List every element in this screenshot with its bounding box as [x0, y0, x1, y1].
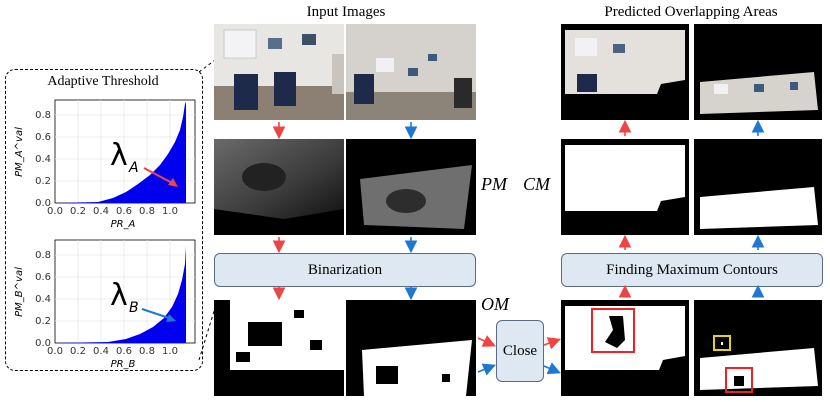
plot-a-ytick: 0.0 [35, 198, 51, 209]
input-images-heading: Input Images [306, 4, 386, 20]
cm-image-b [694, 139, 822, 235]
binarization-label: Binarization [307, 261, 383, 278]
plot-b-y-ticks: 0.0 0.2 0.4 0.6 0.8 [35, 250, 51, 349]
plot-a-xtick: 0.6 [116, 206, 132, 217]
plot-a-ytick: 0.6 [35, 132, 51, 143]
lambda-b-subscript: B [129, 300, 139, 316]
plot-a-ytick: 0.4 [35, 154, 51, 165]
input-image-a [214, 24, 344, 120]
om-image-a [214, 300, 344, 396]
plot-a-xtick: 0.2 [70, 206, 86, 217]
cm-image-a [561, 139, 689, 235]
plot-b-ylabel: PM_B^val [14, 267, 25, 317]
predicted-overlapping-areas-heading: Predicted Overlapping Areas [604, 4, 778, 20]
finding-maximum-contours-box: Finding Maximum Contours [561, 253, 823, 287]
lambda-b-arrow [141, 308, 173, 320]
plot-b-xlabel: PR_B [111, 359, 136, 370]
plot-b-ytick: 0.4 [35, 294, 51, 305]
close-label: Close [502, 342, 538, 359]
plot-a-y-ticks: 0.0 0.2 0.4 0.6 0.8 [35, 110, 51, 209]
predicted-overlap-a [561, 24, 689, 120]
plot-b-xtick: 0.2 [70, 346, 86, 357]
threshold-plot-b: 0.0 0.2 0.4 0.6 0.8 1.0 0.0 0.2 0.4 0.6 … [14, 239, 196, 370]
lambda-b-label: λ [110, 278, 128, 313]
red-highlight-box-b [725, 367, 753, 393]
adaptive-threshold-title: Adaptive Threshold [47, 74, 159, 89]
pm-image-b [346, 139, 476, 235]
lambda-a-subscript: A [128, 160, 139, 176]
plot-b-x-ticks: 0.0 0.2 0.4 0.6 0.8 1.0 [47, 346, 178, 357]
plot-b-ytick: 0.6 [35, 272, 51, 283]
predicted-overlap-b [694, 24, 822, 120]
input-image-b [346, 24, 476, 120]
plot-b-xtick: 0.8 [139, 346, 155, 357]
plot-b-area [55, 246, 186, 343]
plot-a-ylabel: PM_A^val [14, 127, 25, 177]
binarization-box: Binarization [214, 253, 476, 287]
plot-b-ytick: 0.2 [35, 316, 51, 327]
adaptive-threshold-panel [5, 69, 203, 371]
close-box: Close [496, 320, 544, 382]
plot-b-ytick: 0.0 [35, 338, 51, 349]
lambda-a-arrow [143, 167, 175, 185]
plot-a-ytick: 0.8 [35, 110, 51, 121]
red-highlight-box-a [591, 308, 635, 353]
om-image-b [346, 300, 476, 396]
threshold-plot-a: 0.0 0.2 0.4 0.6 0.8 1.0 0.0 0.2 0.4 0.6 … [14, 99, 196, 230]
close-output-a [561, 300, 689, 396]
close-output-b [694, 300, 822, 396]
plot-a-xtick: 0.0 [47, 206, 63, 217]
plot-a-xtick: 0.8 [139, 206, 155, 217]
yellow-highlight-box [713, 335, 731, 351]
plot-a-x-ticks: 0.0 0.2 0.4 0.6 0.8 1.0 [47, 206, 178, 217]
plot-a-ytick: 0.2 [35, 176, 51, 187]
plot-a-xlabel: PR_A [111, 219, 136, 230]
plot-a-area [55, 102, 186, 203]
plot-b-xtick: 0.4 [93, 346, 109, 357]
plot-b-xtick: 0.6 [116, 346, 132, 357]
om-label: OM [481, 294, 509, 314]
pm-label: PM [481, 174, 507, 194]
finding-maximum-contours-label: Finding Maximum Contours [606, 261, 778, 278]
plot-b-xtick: 0.0 [47, 346, 63, 357]
plot-b-xtick: 1.0 [162, 346, 178, 357]
pm-image-a [214, 139, 344, 235]
plot-b-ytick: 0.8 [35, 250, 51, 261]
cm-label: CM [523, 174, 550, 194]
lambda-a-label: λ [110, 138, 128, 173]
plot-a-xtick: 0.4 [93, 206, 109, 217]
plot-a-xtick: 1.0 [162, 206, 178, 217]
